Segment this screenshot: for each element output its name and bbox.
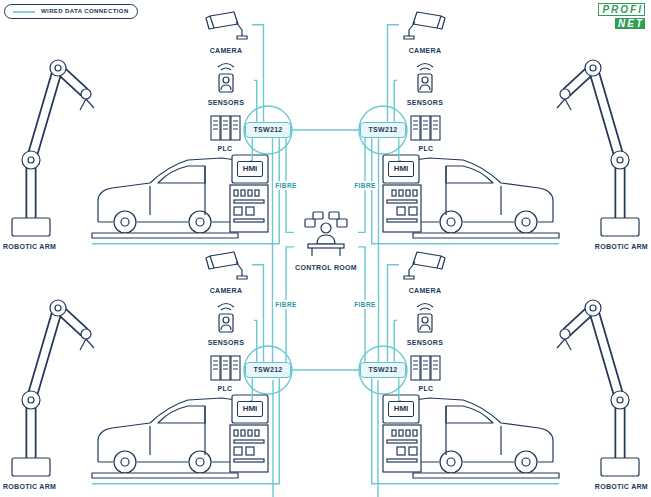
sensors-node: SENSORS	[397, 62, 453, 108]
data-connection	[252, 25, 263, 122]
node-label: PLC	[418, 385, 435, 394]
production-cell	[359, 252, 639, 478]
node-label: HMI	[394, 405, 409, 414]
legend-line	[13, 9, 35, 15]
node-label: TSW212	[253, 366, 282, 374]
data-connection	[388, 25, 399, 122]
node-label: HMI	[243, 165, 258, 174]
data-connection	[254, 80, 257, 121]
node-label: CAMERA	[408, 47, 443, 56]
node-label: PLC	[418, 145, 435, 154]
production-cell	[12, 12, 292, 238]
robotic-arm-node: ROBOTIC ARM	[2, 46, 92, 252]
node-label: ROBOTIC ARM	[2, 243, 57, 252]
legend: WIRED DATA CONNECTION	[4, 4, 138, 19]
camera-node: CAMERA	[399, 248, 451, 296]
switch-box: TSW212	[360, 362, 405, 378]
camera-node: CAMERA	[200, 8, 252, 56]
node-label: CAMERA	[209, 47, 244, 56]
node-label: SENSORS	[207, 339, 245, 348]
data-connection	[372, 378, 559, 484]
control-room-icon	[305, 212, 347, 256]
logo-text: NET	[615, 18, 645, 29]
data-connection	[291, 129, 361, 130]
node-label: HMI	[394, 165, 409, 174]
fibre-label: FIBRE	[352, 300, 378, 309]
node-label: ROBOTIC ARM	[594, 483, 649, 492]
node-label: CAMERA	[209, 287, 244, 296]
node-label: ROBOTIC ARM	[594, 243, 649, 252]
logo-text: PROFI	[598, 3, 645, 16]
sensors-node: SENSORS	[198, 302, 254, 348]
camera-node: CAMERA	[200, 248, 252, 296]
plc-node: PLC	[205, 352, 245, 394]
node-label: SENSORS	[207, 99, 245, 108]
hmi-box: HMI	[237, 401, 264, 418]
node-label: SENSORS	[406, 99, 444, 108]
node-label: ROBOTIC ARM	[2, 483, 57, 492]
production-cell	[12, 252, 292, 478]
robotic-arm-node: ROBOTIC ARM	[559, 46, 649, 252]
data-connection	[399, 138, 401, 160]
node-label: TSW212	[368, 126, 397, 134]
node-label: PLC	[217, 145, 234, 154]
switch-box: TSW212	[360, 122, 405, 138]
plc-node: PLC	[205, 112, 245, 154]
legend-text: WIRED DATA CONNECTION	[41, 8, 129, 15]
data-connection	[250, 138, 252, 160]
hmi-box: HMI	[237, 161, 264, 178]
switch-box: TSW212	[245, 122, 290, 138]
node-label: PLC	[217, 385, 234, 394]
node-label: TSW212	[253, 126, 282, 134]
data-connection	[252, 265, 263, 362]
node-label: TSW212	[368, 366, 397, 374]
data-connection	[92, 378, 279, 484]
node-label: HMI	[243, 405, 258, 414]
data-connection	[372, 138, 559, 244]
data-connection	[92, 138, 279, 244]
data-connection	[388, 265, 399, 362]
data-connection	[394, 320, 397, 361]
data-connection	[291, 369, 361, 370]
sensors-node: SENSORS	[198, 62, 254, 108]
robotic-arm-node: ROBOTIC ARM	[2, 286, 92, 492]
node-label: SENSORS	[406, 339, 444, 348]
plc-node: PLC	[406, 352, 446, 394]
hmi-box: HMI	[388, 161, 415, 178]
fibre-label: FIBRE	[273, 300, 299, 309]
production-cell	[359, 12, 639, 238]
data-connection	[254, 320, 257, 361]
fibre-label: FIBRE	[352, 181, 378, 190]
data-connection	[399, 378, 401, 400]
hmi-box: HMI	[388, 401, 415, 418]
data-connection	[272, 138, 273, 362]
node-label: CONTROL ROOM	[294, 264, 358, 273]
fibre-label: FIBRE	[273, 181, 299, 190]
control-room-node: CONTROL ROOM	[294, 215, 358, 273]
camera-node: CAMERA	[399, 8, 451, 56]
robotic-arm-node: ROBOTIC ARM	[559, 286, 649, 492]
data-connection	[250, 378, 252, 400]
switch-box: TSW212	[245, 362, 290, 378]
data-connection	[394, 80, 397, 121]
plc-node: PLC	[406, 112, 446, 154]
data-connection	[378, 138, 379, 362]
node-label: CAMERA	[408, 287, 443, 296]
wire	[273, 380, 378, 497]
sensors-node: SENSORS	[397, 302, 453, 348]
